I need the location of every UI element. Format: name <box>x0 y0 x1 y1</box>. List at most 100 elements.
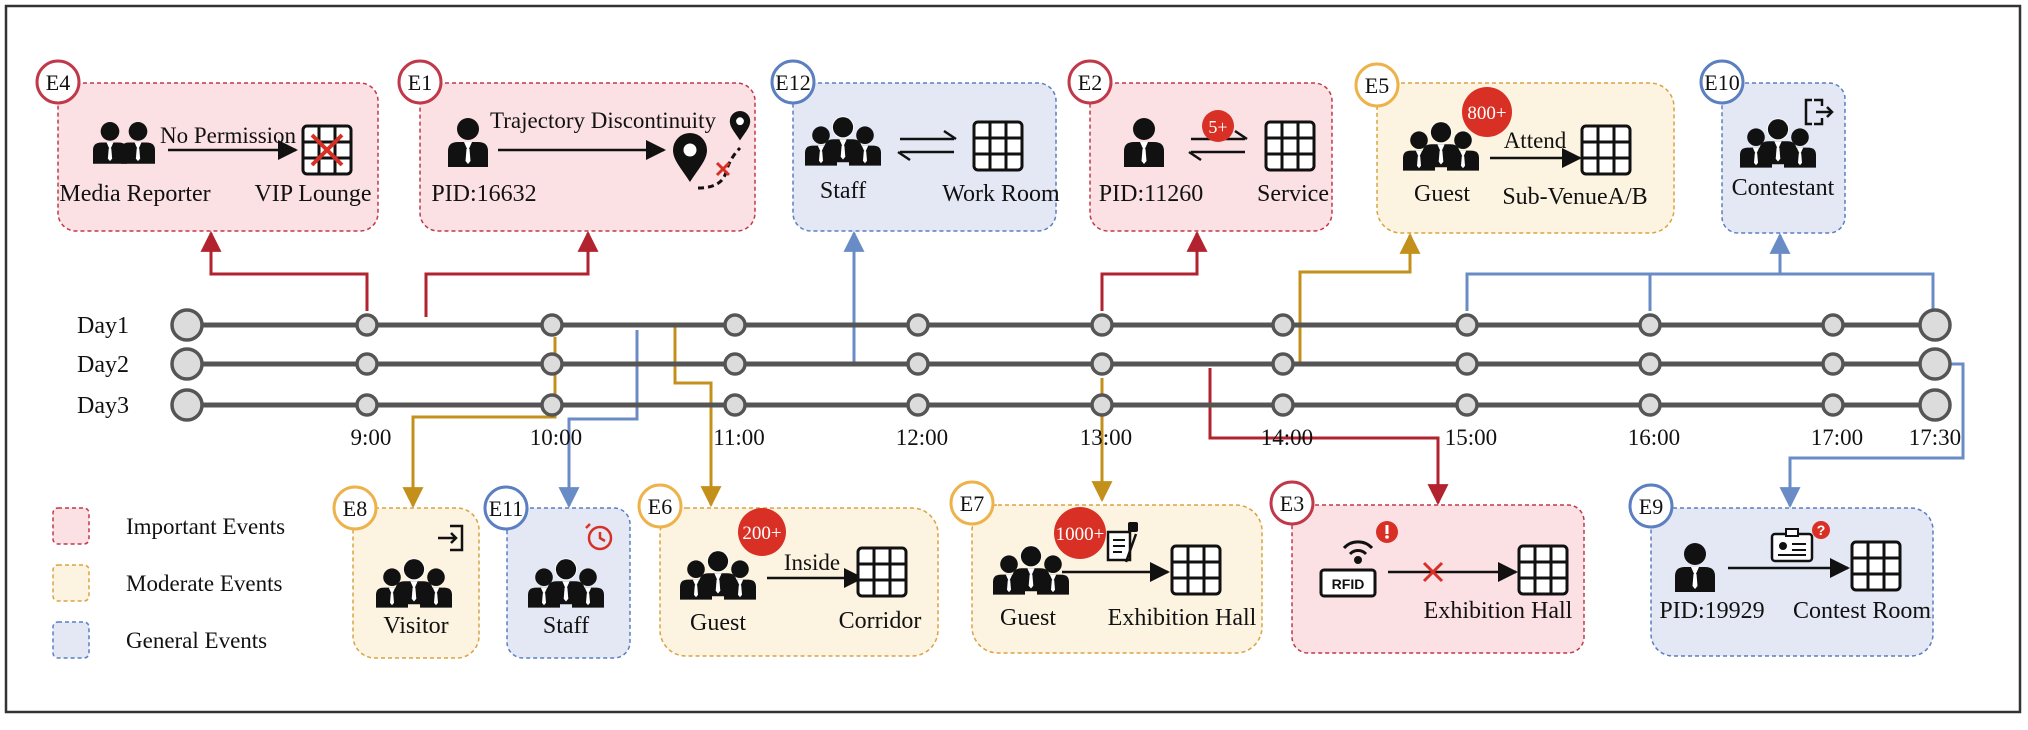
timeline-node <box>1090 313 1114 337</box>
time-tick-label: 10:00 <box>530 425 582 450</box>
timeline-node <box>1638 313 1662 337</box>
svg-text:?: ? <box>1817 522 1826 538</box>
connector-line <box>1779 362 1965 509</box>
grid-room-icon <box>1170 544 1222 596</box>
event-id: E10 <box>1704 70 1739 95</box>
timeline-start-node <box>170 347 204 381</box>
connector-line <box>1298 232 1421 364</box>
target-label: Corridor <box>839 608 922 634</box>
rfid-reader-icon: RFID <box>1319 540 1377 598</box>
timeline-node <box>1455 313 1479 337</box>
enter-icon <box>438 524 464 552</box>
connector-line <box>1208 368 1449 506</box>
timeline-node <box>723 393 747 417</box>
relation-label: Inside <box>784 550 840 575</box>
actor-label: PID:11260 <box>1099 181 1203 207</box>
outer-frame <box>4 4 2022 714</box>
target-label: Work Room <box>942 181 1060 207</box>
blocked-arrow-icon <box>1422 561 1444 583</box>
timeline-node <box>1455 393 1479 417</box>
event-e5: 800+ Attend Guest Sub-VenueA/B E5 <box>1354 62 1675 234</box>
event-id-circle <box>770 59 816 105</box>
document-sign-icon <box>1106 522 1138 563</box>
legend-label: General Events <box>126 628 267 653</box>
count-badge-label: 800+ <box>1467 103 1506 124</box>
target-label: Exhibition Hall <box>1108 605 1257 631</box>
day-label: Day1 <box>77 313 129 339</box>
day-label: Day3 <box>77 393 129 419</box>
count-badge-label: 5+ <box>1208 117 1227 137</box>
event-id: E4 <box>46 70 70 95</box>
timeline-node <box>723 352 747 376</box>
target-label: VIP Lounge <box>254 181 371 207</box>
legend-swatch <box>52 507 90 545</box>
actor-label: Contestant <box>1732 175 1835 201</box>
connector-line <box>1100 230 1208 311</box>
event-box <box>1089 82 1333 232</box>
target-label: Exhibition Hall <box>1424 598 1573 624</box>
timeline-node <box>540 313 564 337</box>
timeline-node <box>1821 313 1845 337</box>
event-box <box>971 504 1263 654</box>
actor-label: Guest <box>1414 181 1470 207</box>
event-id: E2 <box>1078 70 1102 95</box>
time-tick-label: 14:00 <box>1261 425 1313 450</box>
timeline-end-node <box>1918 308 1952 342</box>
event-id-circle <box>35 59 81 105</box>
timeline-node <box>723 313 747 337</box>
event-id-circle <box>637 483 683 529</box>
event-id-circle <box>1354 62 1400 108</box>
event-id-circle <box>332 485 378 531</box>
event-box <box>792 82 1057 232</box>
event-box <box>57 82 379 232</box>
time-tick-label: 12:00 <box>896 425 948 450</box>
event-id: E11 <box>489 496 524 521</box>
time-tick-label: 15:00 <box>1445 425 1497 450</box>
count-badge <box>1202 110 1234 142</box>
location-pin-broken-path-icon <box>673 111 751 190</box>
relation-label: Attend <box>1504 128 1567 153</box>
timeline-node <box>355 313 379 337</box>
event-e6: 200+ Inside Guest Corridor E6 <box>637 483 939 657</box>
target-label: Contest Room <box>1793 598 1931 624</box>
count-badge <box>1054 507 1106 559</box>
day-label: Day2 <box>77 352 129 378</box>
actor-label: Staff <box>543 613 589 639</box>
event-box <box>419 82 756 232</box>
event-id-circle <box>397 59 443 105</box>
timeline-node <box>906 352 930 376</box>
event-e4: No Permission Media Reporter VIP Lounge … <box>35 59 379 232</box>
bidirectional-arrows-icon <box>897 129 957 162</box>
connector-line <box>558 330 639 509</box>
event-id: E9 <box>1639 494 1663 519</box>
time-tick-label: 17:30 <box>1909 425 1961 450</box>
connector-line <box>200 230 369 311</box>
clock-alert-icon <box>585 523 613 551</box>
relation-label: No Permission <box>160 123 297 148</box>
count-badge <box>1462 87 1512 137</box>
target-label: Service <box>1257 181 1329 207</box>
actor-label: Guest <box>1000 605 1056 631</box>
timeline-node <box>1638 352 1662 376</box>
actor-label: PID:19929 <box>1659 598 1764 624</box>
grid-room-icon <box>1517 544 1569 596</box>
actor-label: Visitor <box>383 613 448 639</box>
event-e1: Trajectory Discontinuity PID:16632 E1 <box>397 59 756 232</box>
timeline-end-node <box>1918 388 1952 422</box>
exclamation-icon <box>1376 521 1398 543</box>
time-tick-label: 16:00 <box>1628 425 1680 450</box>
timeline-node <box>540 352 564 376</box>
timeline-start-node <box>170 388 204 422</box>
timeline-node <box>540 393 564 417</box>
relation-label: Trajectory Discontinuity <box>490 108 716 133</box>
event-id: E6 <box>648 494 672 519</box>
event-id: E7 <box>960 491 984 516</box>
timeline-node <box>1090 393 1114 417</box>
timeline-node <box>1638 393 1662 417</box>
event-e3: RFID Exhibition Hall E3 <box>1269 480 1585 654</box>
time-tick-label: 13:00 <box>1080 425 1132 450</box>
timeline-node <box>1821 352 1845 376</box>
